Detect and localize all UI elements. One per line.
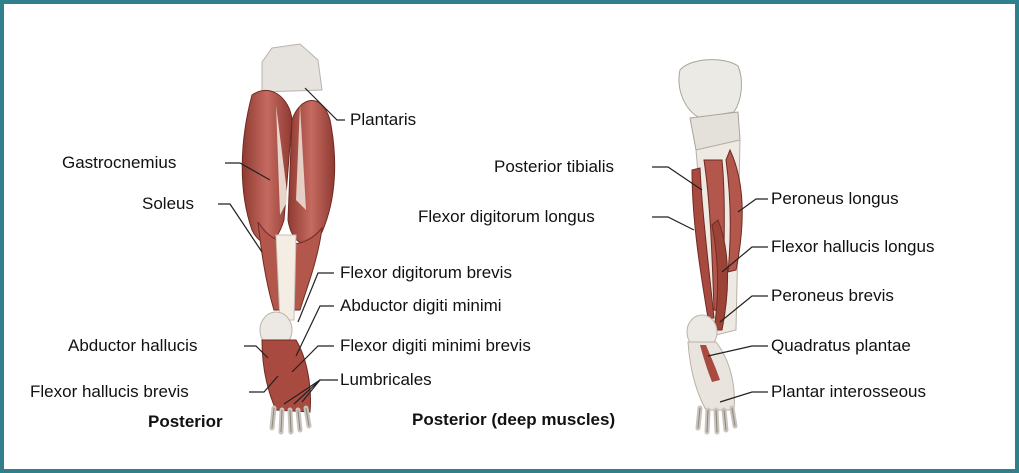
label-flexor-digitorum-brevis: Flexor digitorum brevis xyxy=(340,263,512,283)
label-quadratus-plantae: Quadratus plantae xyxy=(771,336,911,356)
label-posterior-tibialis: Posterior tibialis xyxy=(494,157,614,177)
label-flexor-digiti-minimi-brevis: Flexor digiti minimi brevis xyxy=(340,336,531,356)
label-abductor-digiti-minimi: Abductor digiti minimi xyxy=(340,296,502,316)
deep-leg-illustration xyxy=(679,60,742,432)
label-lumbricales: Lumbricales xyxy=(340,370,432,390)
caption-posterior-deep-muscles: Posterior (deep muscles) xyxy=(412,410,615,430)
label-abductor-hallucis: Abductor hallucis xyxy=(68,336,197,356)
label-soleus: Soleus xyxy=(142,194,194,214)
posterior-leg-illustration xyxy=(242,44,334,432)
label-peroneus-brevis: Peroneus brevis xyxy=(771,286,894,306)
label-plantar-interosseous: Plantar interosseous xyxy=(771,382,926,402)
label-flexor-hallucis-longus: Flexor hallucis longus xyxy=(771,237,934,257)
caption-posterior: Posterior xyxy=(148,412,223,432)
label-flexor-hallucis-brevis: Flexor hallucis brevis xyxy=(30,382,189,402)
label-plantaris: Plantaris xyxy=(350,110,416,130)
label-gastrocnemius: Gastrocnemius xyxy=(62,153,176,173)
label-peroneus-longus: Peroneus longus xyxy=(771,189,899,209)
label-flexor-digitorum-longus: Flexor digitorum longus xyxy=(418,207,595,227)
